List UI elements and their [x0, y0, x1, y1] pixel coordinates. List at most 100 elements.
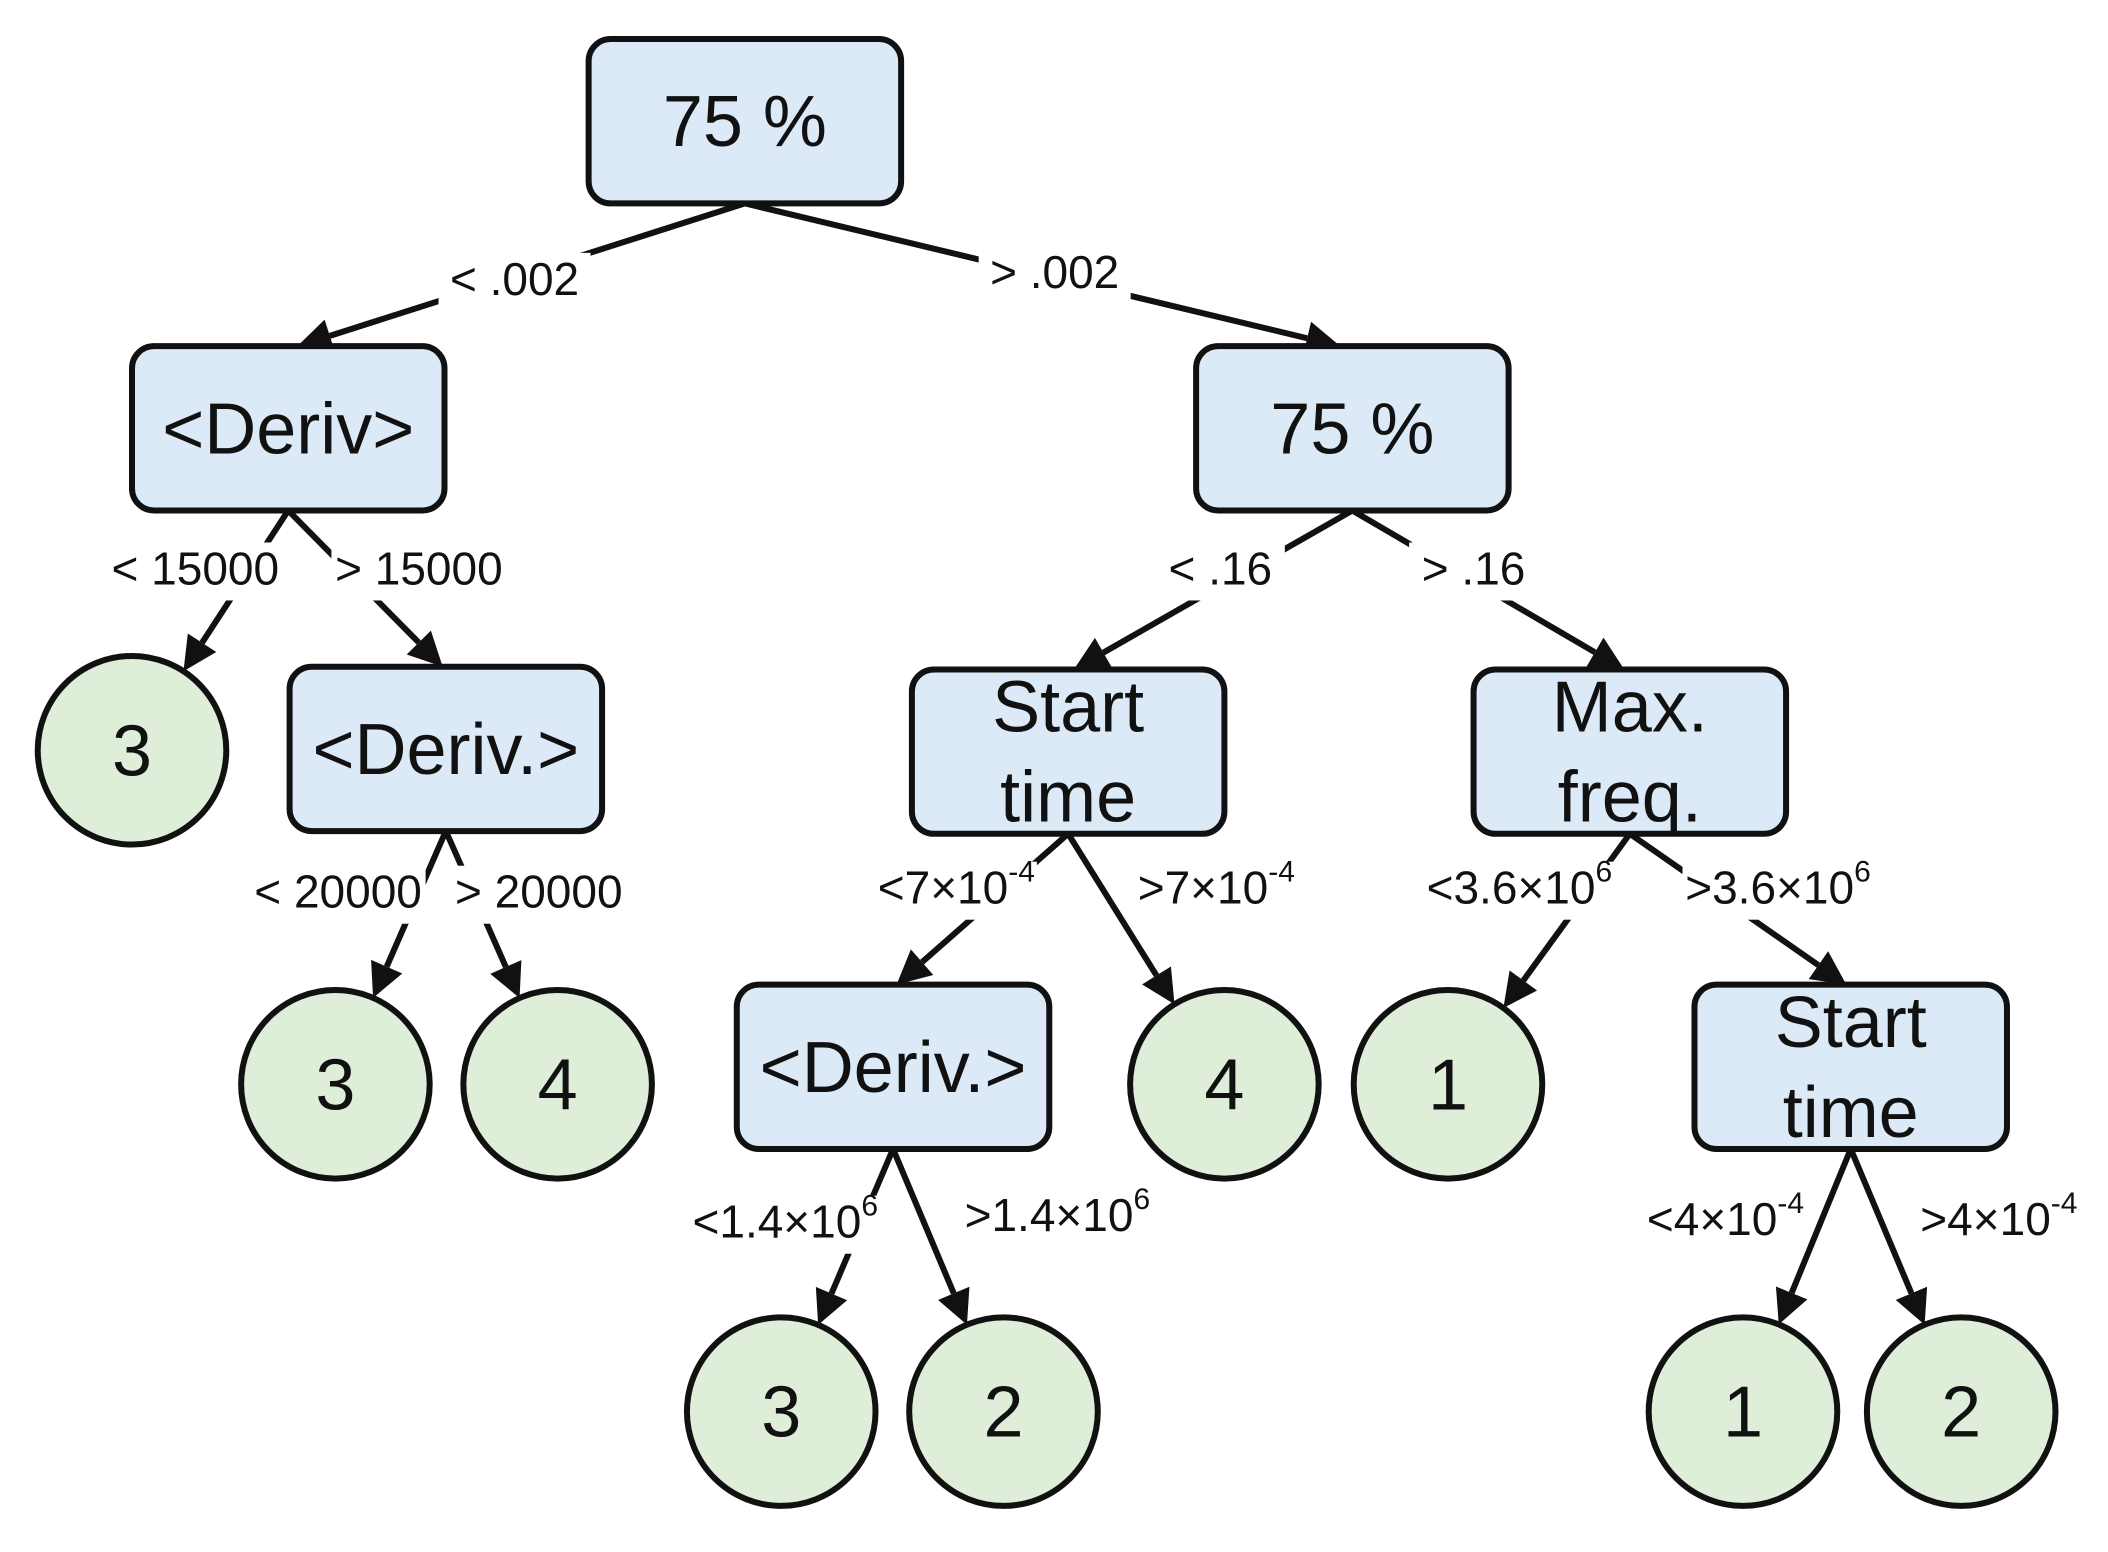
edge-arrowhead [490, 960, 522, 999]
leaf-circle [1863, 1314, 2059, 1509]
edge-label-background [1155, 542, 1285, 601]
node-label: 2 [983, 1373, 1023, 1453]
edge-label-background [961, 1189, 1153, 1248]
node-label: <Deriv.> [312, 710, 579, 790]
leaf-node: 4 [1127, 987, 1322, 1182]
decision-node: 75 % [585, 36, 905, 207]
edge-line [1847, 1147, 1915, 1295]
decision-box [129, 343, 448, 514]
leaf-circle [34, 652, 230, 848]
node-label: 3 [112, 711, 152, 791]
edge-arrowhead [183, 633, 217, 672]
decision-node: <Deriv.> [286, 663, 606, 835]
edge-arrowhead [1142, 966, 1175, 1005]
edge-label-background [1423, 861, 1615, 920]
edge-label: <4×10-4 [1647, 1187, 1804, 1245]
leaf-circle [1127, 987, 1322, 1182]
node-label: Start [992, 668, 1144, 748]
edge-arrowhead [1895, 1286, 1928, 1325]
edge-label: <1.4×106 [693, 1190, 879, 1248]
node-label: <Deriv.> [760, 1028, 1027, 1108]
edge-arrowhead [371, 959, 403, 998]
edge-arrowhead [1586, 637, 1625, 670]
edge-arrowhead [815, 1286, 848, 1325]
edge-line [890, 1147, 957, 1295]
edge-label-background [1682, 861, 1874, 920]
node-label: 75 % [663, 82, 827, 162]
leaf-circle [238, 987, 433, 1182]
decision-box [585, 36, 905, 207]
node-label: freq. [1558, 758, 1702, 838]
edge-label: > .16 [1422, 543, 1526, 595]
edge-label-background [250, 865, 426, 924]
node-label: <Deriv> [162, 389, 414, 469]
decision-box [1470, 666, 1790, 837]
edge-label-background [107, 542, 283, 601]
decision-box [1691, 981, 2010, 1152]
edge-label-background [1409, 542, 1539, 601]
node-label: time [1783, 1073, 1919, 1153]
node-label: 1 [1723, 1373, 1763, 1453]
edge-label-background [978, 246, 1131, 305]
leaf-circle [460, 987, 655, 1182]
leaf-circle [906, 1314, 1101, 1509]
edge-label-background [451, 865, 627, 924]
edge-label-background [1135, 861, 1297, 920]
edge-label-background [331, 542, 507, 601]
node-label: 4 [538, 1045, 578, 1125]
node-label: 2 [1941, 1373, 1981, 1453]
edge-labels-layer: < .002> .002< 15000> 15000< 20000> 20000… [107, 246, 2080, 1254]
leaf-node: 3 [238, 987, 433, 1182]
edge-label-background [875, 861, 1037, 920]
edge-arrowhead [1775, 1286, 1808, 1325]
node-label: time [1000, 758, 1136, 838]
edge-label-background [689, 1195, 881, 1254]
leaf-node: 2 [1863, 1314, 2059, 1509]
edge-arrowhead [938, 1286, 970, 1325]
edge-label: >1.4×106 [965, 1183, 1151, 1241]
edge-line [1065, 832, 1160, 978]
edge-label: > .002 [990, 246, 1119, 298]
leaf-node: 1 [1645, 1314, 1841, 1509]
leaf-node: 3 [683, 1314, 879, 1509]
edge-label: >3.6×106 [1685, 856, 1871, 914]
node-label: 3 [761, 1373, 801, 1453]
edge-arrowhead [1808, 951, 1847, 985]
edge-label-background [438, 252, 591, 311]
decision-node: Start time [908, 666, 1228, 838]
node-label: Start [1775, 983, 1927, 1063]
edge-line [1788, 1147, 1854, 1295]
edge-label: > 20000 [455, 866, 623, 918]
decision-node: Max. freq. [1470, 666, 1790, 838]
leaf-circle [1350, 987, 1546, 1182]
leaf-node: 2 [906, 1314, 1101, 1509]
decision-box [286, 663, 606, 835]
edge-label: < .16 [1169, 543, 1273, 595]
edge-label: >7×10-4 [1138, 856, 1295, 914]
edge-arrowhead [1503, 970, 1538, 1008]
node-label: 75 % [1270, 389, 1434, 469]
node-label: 1 [1428, 1045, 1468, 1125]
leaf-node: 4 [460, 987, 655, 1182]
leaf-circle [1645, 1314, 1841, 1509]
edge-label: <3.6×106 [1427, 856, 1613, 914]
decision-node: Start time [1691, 981, 2010, 1153]
edge-label: < .002 [450, 253, 579, 305]
decision-box [1193, 343, 1512, 514]
edge-label: < 20000 [254, 866, 422, 918]
leaf-circle [683, 1314, 879, 1509]
decision-node: <Deriv> [129, 343, 448, 514]
decision-box [908, 666, 1228, 837]
edge-label-background [1918, 1193, 2080, 1252]
edge-arrowhead [1073, 637, 1112, 670]
edge-label: <7×10-4 [878, 856, 1035, 914]
node-label: Max. [1552, 668, 1708, 748]
leaf-node: 3 [34, 652, 230, 848]
edge-label-background [1644, 1193, 1806, 1252]
edge-arrowhead [406, 630, 443, 667]
decision-node: <Deriv.> [733, 981, 1053, 1152]
decision-box [733, 981, 1053, 1152]
node-label: 4 [1204, 1045, 1244, 1125]
leaf-node: 1 [1350, 987, 1546, 1182]
